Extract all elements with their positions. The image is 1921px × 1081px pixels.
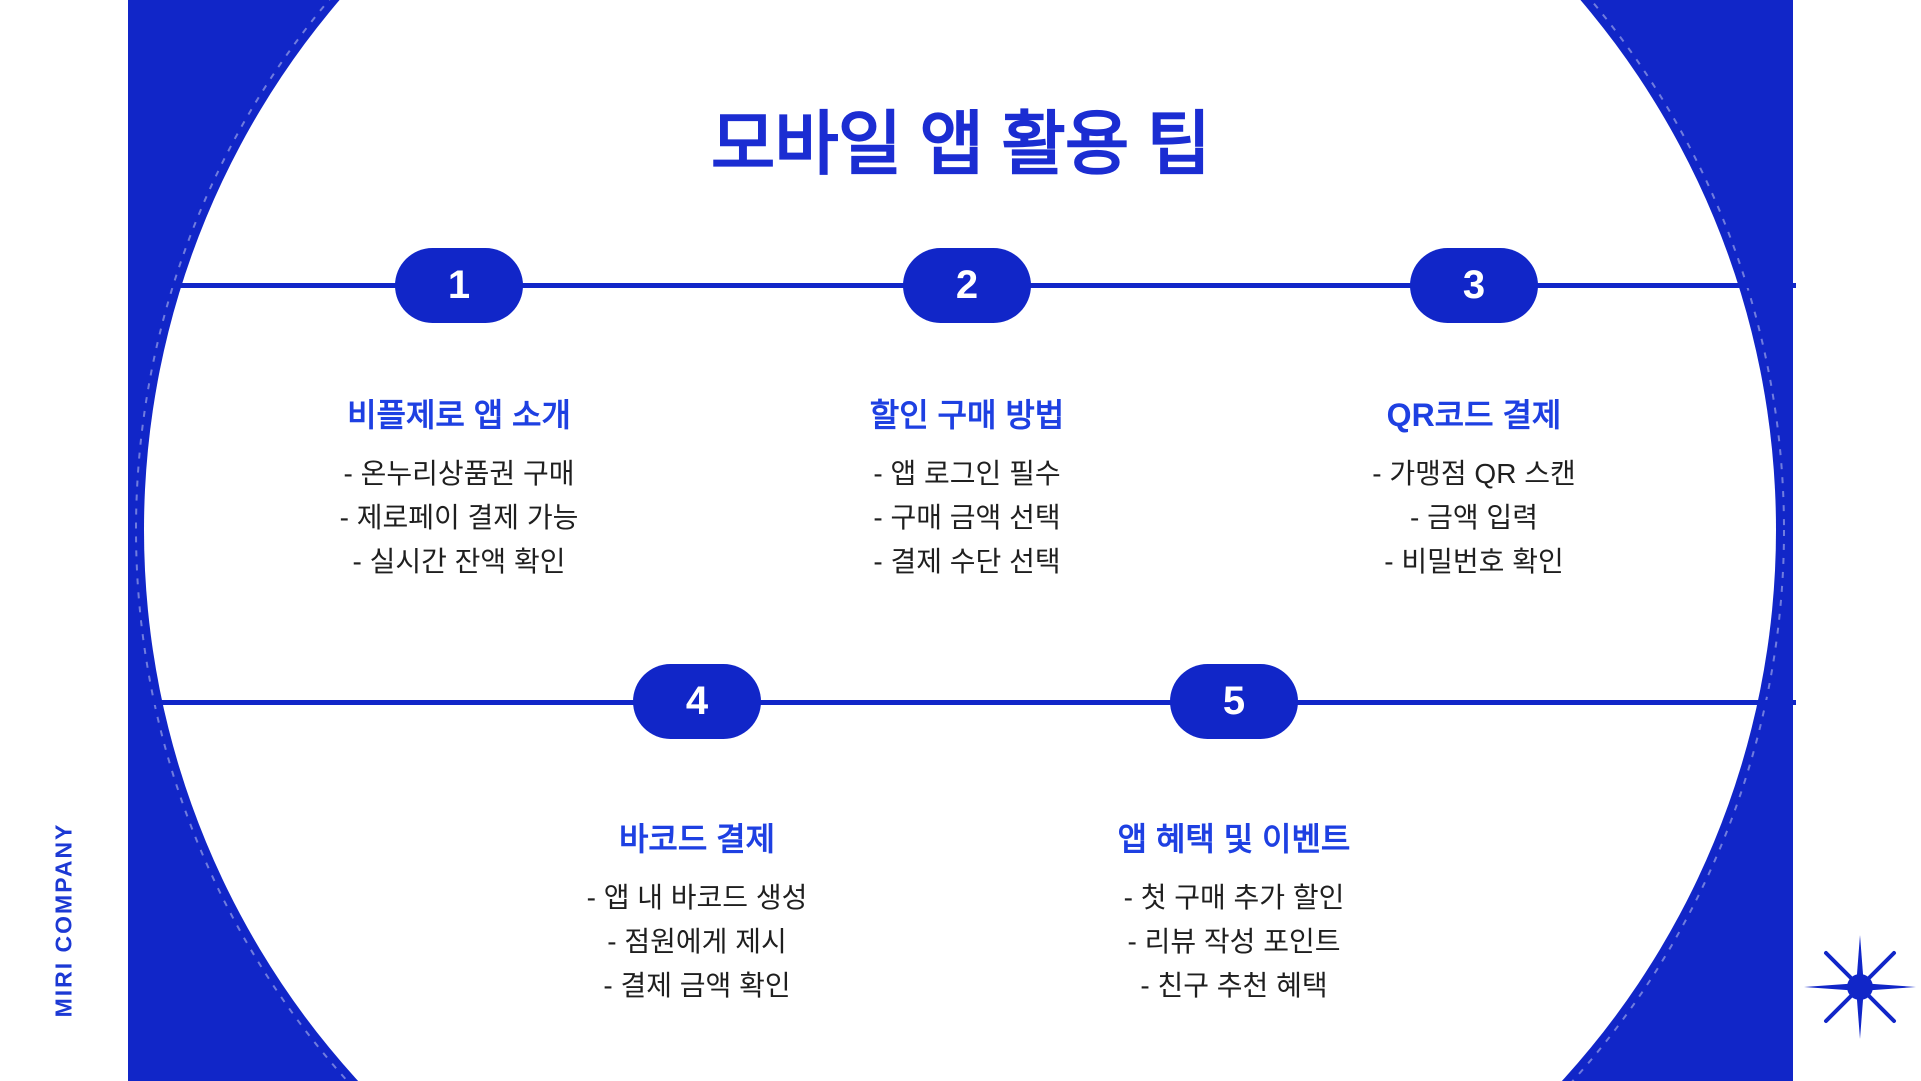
step-bullet: - 실시간 잔액 확인 bbox=[352, 546, 566, 577]
sparkle-icon bbox=[1804, 935, 1916, 1039]
page-title: 모바일 앱 활용 팁 bbox=[710, 105, 1211, 183]
step-pill-4: 4 bbox=[633, 664, 761, 739]
step-number: 1 bbox=[447, 263, 471, 307]
step-block-2: 할인 구매 방법 - 앱 로그인 필수 - 구매 금액 선택 - 결제 수단 선… bbox=[737, 396, 1197, 584]
step-block-3: QR코드 결제 - 가맹점 QR 스캔 - 금액 입력 - 비밀번호 확인 bbox=[1244, 396, 1704, 584]
brand-vertical-text: MIRI COMPANY bbox=[50, 822, 77, 1018]
step-bullet: - 결제 수단 선택 bbox=[873, 546, 1061, 577]
step-heading: QR코드 결제 bbox=[1386, 397, 1562, 433]
step-heading: 할인 구매 방법 bbox=[869, 397, 1065, 433]
step-bullet: - 첫 구매 추가 할인 bbox=[1123, 882, 1345, 913]
step-number: 4 bbox=[685, 679, 709, 723]
step-pill-3: 3 bbox=[1410, 248, 1538, 323]
step-bullet: - 앱 로그인 필수 bbox=[873, 458, 1061, 489]
step-bullet: - 온누리상품권 구매 bbox=[343, 458, 575, 489]
step-heading: 앱 혜택 및 이벤트 bbox=[1117, 821, 1351, 857]
step-number: 5 bbox=[1222, 679, 1246, 723]
step-bullet: - 친구 추천 혜택 bbox=[1140, 970, 1328, 1001]
step-bullet: - 구매 금액 선택 bbox=[873, 502, 1061, 533]
step-block-4: 바코드 결제 - 앱 내 바코드 생성 - 점원에게 제시 - 결제 금액 확인 bbox=[467, 820, 927, 1008]
step-heading: 바코드 결제 bbox=[618, 821, 776, 857]
step-pill-5: 5 bbox=[1170, 664, 1298, 739]
step-bullet: - 가맹점 QR 스캔 bbox=[1372, 458, 1576, 489]
step-bullet: - 결제 금액 확인 bbox=[603, 970, 791, 1001]
step-bullet: - 점원에게 제시 bbox=[607, 926, 787, 957]
step-bullet: - 제로페이 결제 가능 bbox=[339, 502, 579, 533]
step-bullet: - 리뷰 작성 포인트 bbox=[1127, 926, 1341, 957]
step-pill-2: 2 bbox=[903, 248, 1031, 323]
step-pill-1: 1 bbox=[395, 248, 523, 323]
step-bullet: - 앱 내 바코드 생성 bbox=[586, 882, 808, 913]
step-block-5: 앱 혜택 및 이벤트 - 첫 구매 추가 할인 - 리뷰 작성 포인트 - 친구… bbox=[1004, 820, 1464, 1008]
step-block-1: 비플제로 앱 소개 - 온누리상품권 구매 - 제로페이 결제 가능 - 실시간… bbox=[229, 396, 689, 584]
step-number: 3 bbox=[1462, 263, 1486, 307]
step-bullet: - 금액 입력 bbox=[1410, 502, 1538, 533]
timeline-line-row2 bbox=[128, 700, 1796, 705]
step-bullet: - 비밀번호 확인 bbox=[1384, 546, 1564, 577]
step-heading: 비플제로 앱 소개 bbox=[347, 397, 571, 433]
step-number: 2 bbox=[955, 263, 979, 307]
